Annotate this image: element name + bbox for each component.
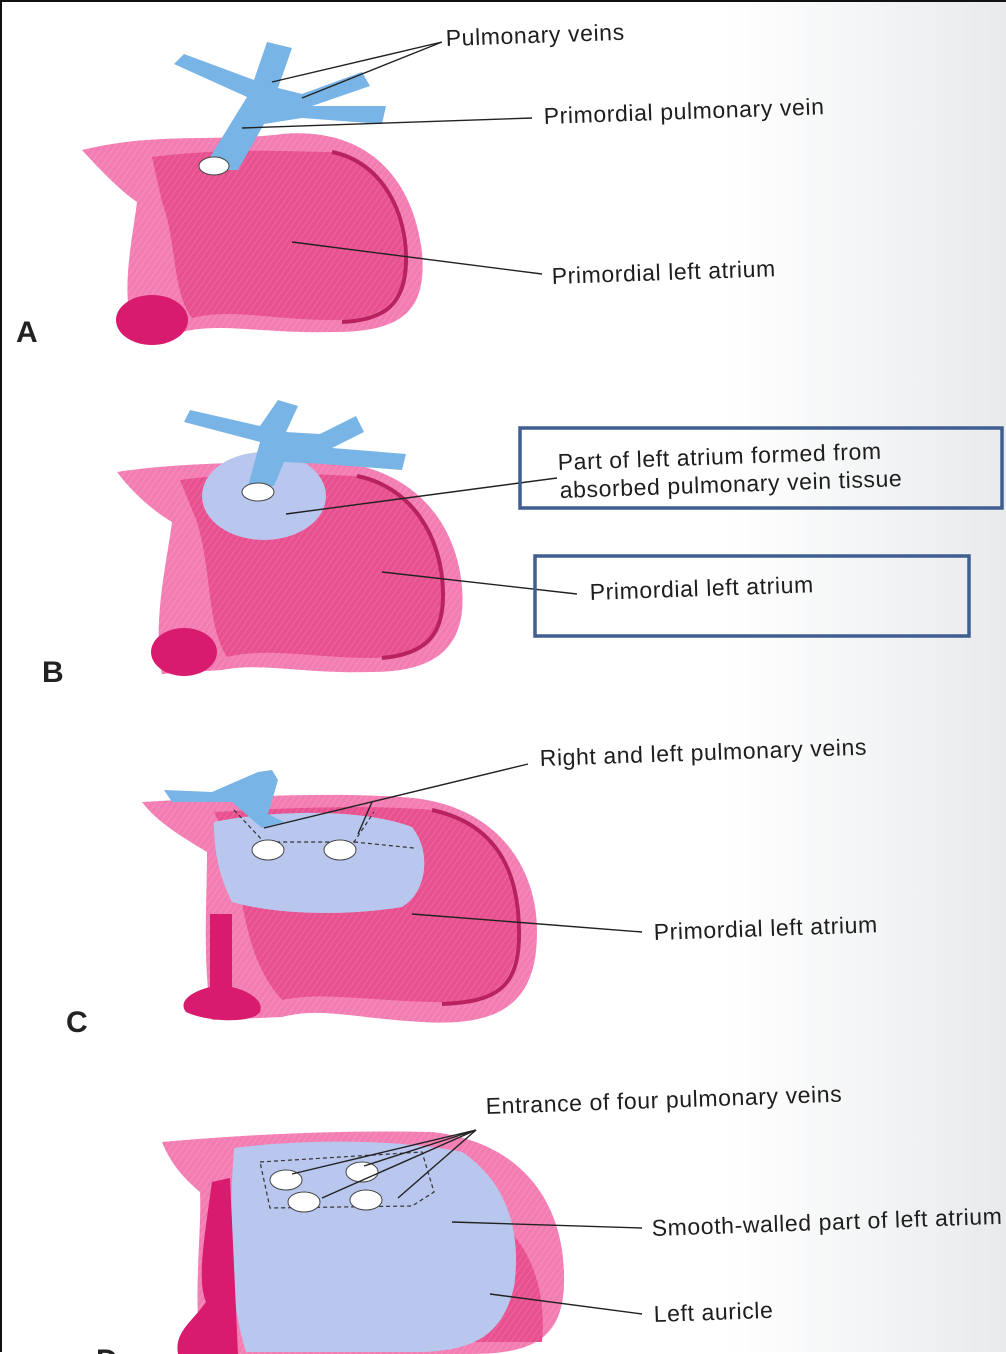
- vein-opening-2: [346, 1162, 378, 1182]
- panel-letter-d: D: [96, 1344, 118, 1354]
- absorbed-vein-region: [214, 813, 424, 913]
- vein-opening-right: [252, 840, 284, 860]
- panel-letter-b: B: [42, 656, 64, 689]
- vein-opening: [242, 483, 274, 501]
- label-primordial-pulmonary-vein: Primordial pulmonary vein: [543, 93, 825, 129]
- vein-opening-4: [350, 1190, 382, 1210]
- label-primordial-left-atrium-a: Primordial left atrium: [551, 255, 776, 289]
- label-pulmonary-veins: Pulmonary veins: [445, 19, 625, 51]
- panel-letter-c: C: [66, 1006, 88, 1039]
- label-right-and-left-pulmonary-veins: Right and left pulmonary veins: [539, 734, 867, 771]
- cushion: [116, 295, 188, 345]
- vein-opening: [199, 157, 229, 175]
- panel-c: C Right and left pulmonary veins Primord…: [66, 734, 878, 1039]
- vein-opening-left: [324, 840, 356, 860]
- cushion: [151, 628, 217, 676]
- vein-opening-3: [288, 1192, 320, 1212]
- label-entrance-of-four-pulmonary-veins: Entrance of four pulmonary veins: [485, 1081, 842, 1119]
- label-primordial-left-atrium-b: Primordial left atrium: [589, 571, 814, 605]
- panel-a: A Pulmonary veins Primordial pulmonary v…: [16, 19, 825, 349]
- label-primordial-left-atrium-c: Primordial left atrium: [653, 911, 878, 945]
- panel-b: B Part of left atrium formed from absorb…: [42, 400, 1002, 689]
- label-left-auricle: Left auricle: [653, 1297, 774, 1327]
- panel-letter-a: A: [16, 316, 38, 349]
- label-smooth-walled-part: Smooth-walled part of left atrium: [651, 1203, 1003, 1241]
- panel-d: D Entrance of four pulmonary veins Smoot…: [96, 1081, 1003, 1354]
